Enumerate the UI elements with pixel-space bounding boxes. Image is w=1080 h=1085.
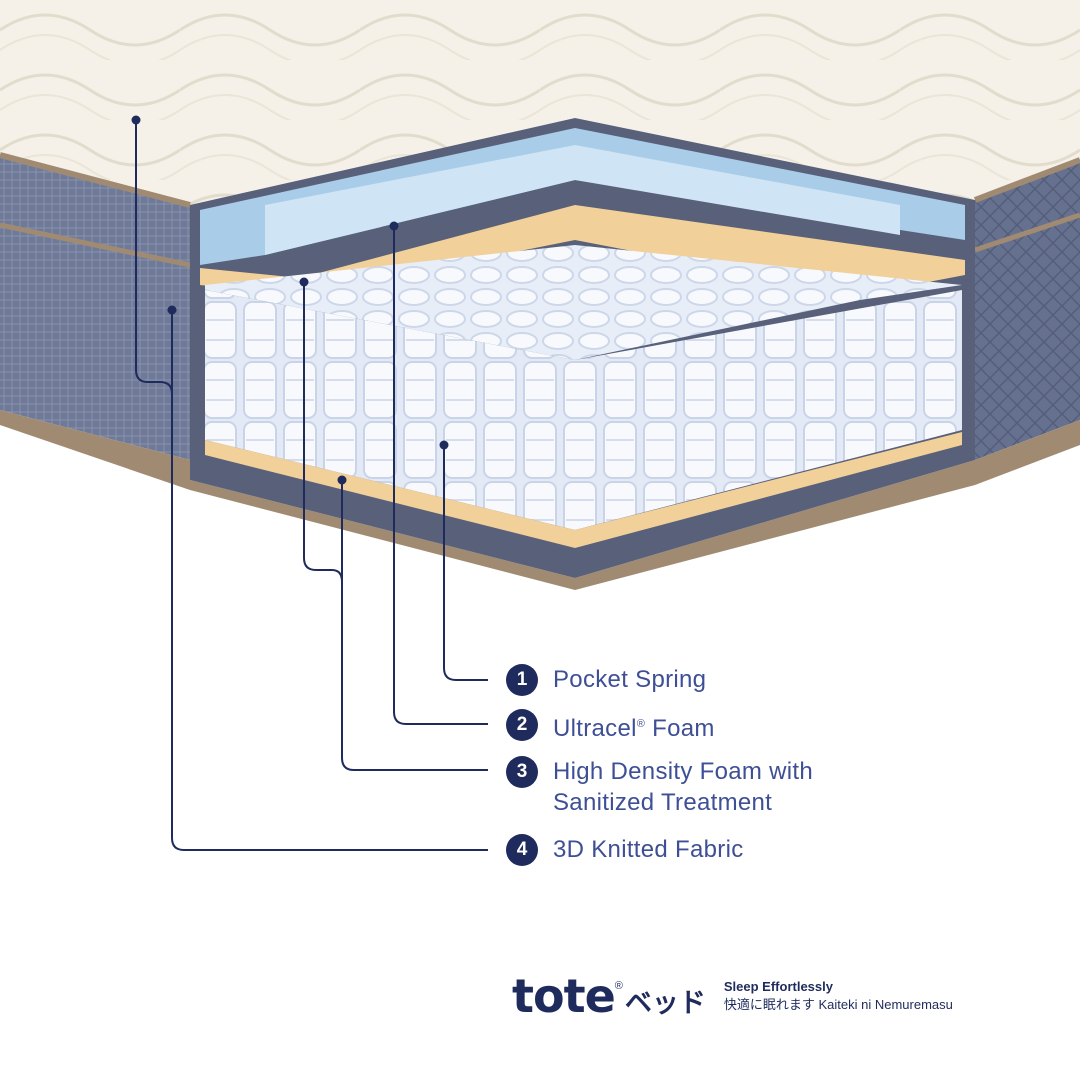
component-name: High Density Foam with Sanitized Treatme… <box>553 756 813 818</box>
mattress-left-side <box>0 155 190 460</box>
brand-wordmark-jp: ベッド <box>624 987 706 1019</box>
dot-knit-fabric-side <box>167 305 177 315</box>
mid-piping <box>0 212 1080 268</box>
brand-tagline: Sleep Effortlessly 快適に眠れます Kaiteki ni Ne… <box>724 978 953 1014</box>
component-name: 3D Knitted Fabric <box>553 836 744 863</box>
number-badge: 2 <box>506 709 538 741</box>
brand-registered-mark: ® <box>614 980 623 992</box>
number-badge: 1 <box>506 664 538 696</box>
leader-lines <box>135 120 488 851</box>
leader-pocket-spring <box>443 445 488 681</box>
registered-mark: ® <box>636 718 646 730</box>
bottom-edge <box>0 410 1080 590</box>
component-name: Ultracel® Foam <box>553 709 715 744</box>
number-badge: 3 <box>506 756 538 788</box>
component-name-line1: High Density Foam with <box>553 758 814 785</box>
component-label-4: 4 3D Knitted Fabric <box>506 834 744 866</box>
mattress-top-surface <box>0 0 1080 205</box>
component-label-2: 2 Ultracel® Foam <box>506 709 715 744</box>
dot-density-foam-top <box>299 277 309 287</box>
component-name-rest: Foam <box>645 715 715 742</box>
springs-front-right <box>575 290 962 530</box>
component-label-3: 3 High Density Foam with Sanitized Treat… <box>506 756 813 818</box>
tagline-en: Sleep Effortlessly <box>723 979 833 994</box>
leader-density-foam <box>303 282 488 771</box>
component-label-1: 1 Pocket Spring <box>506 664 706 696</box>
mattress-right-side <box>975 160 1080 460</box>
dot-density-foam-bottom <box>337 475 347 485</box>
brand-wordmark: tote <box>512 969 616 1023</box>
leader-ultracel-foam <box>393 226 488 725</box>
density-foam-bottom <box>205 432 962 548</box>
leader-knit-fabric <box>135 120 488 851</box>
dot-ultracel-foam <box>389 221 399 231</box>
tagline-jp: 快適に眠れます Kaiteki ni Nemuremasu <box>723 997 953 1012</box>
gel-foam-inner <box>265 145 900 255</box>
leader-dots <box>131 115 449 485</box>
springs-front-left <box>205 290 575 530</box>
top-piping <box>0 152 1080 208</box>
component-name-main: Ultracel <box>553 715 637 742</box>
dot-knit-fabric-top <box>131 115 141 125</box>
brand-logo: tote ® ベッド Sleep Effortlessly 快適に眠れます Ka… <box>512 968 953 1024</box>
dot-pocket-spring <box>439 440 449 450</box>
component-name: Pocket Spring <box>553 666 707 693</box>
number-badge: 4 <box>506 834 538 866</box>
component-name-line2: Sanitized Treatment <box>553 789 773 816</box>
